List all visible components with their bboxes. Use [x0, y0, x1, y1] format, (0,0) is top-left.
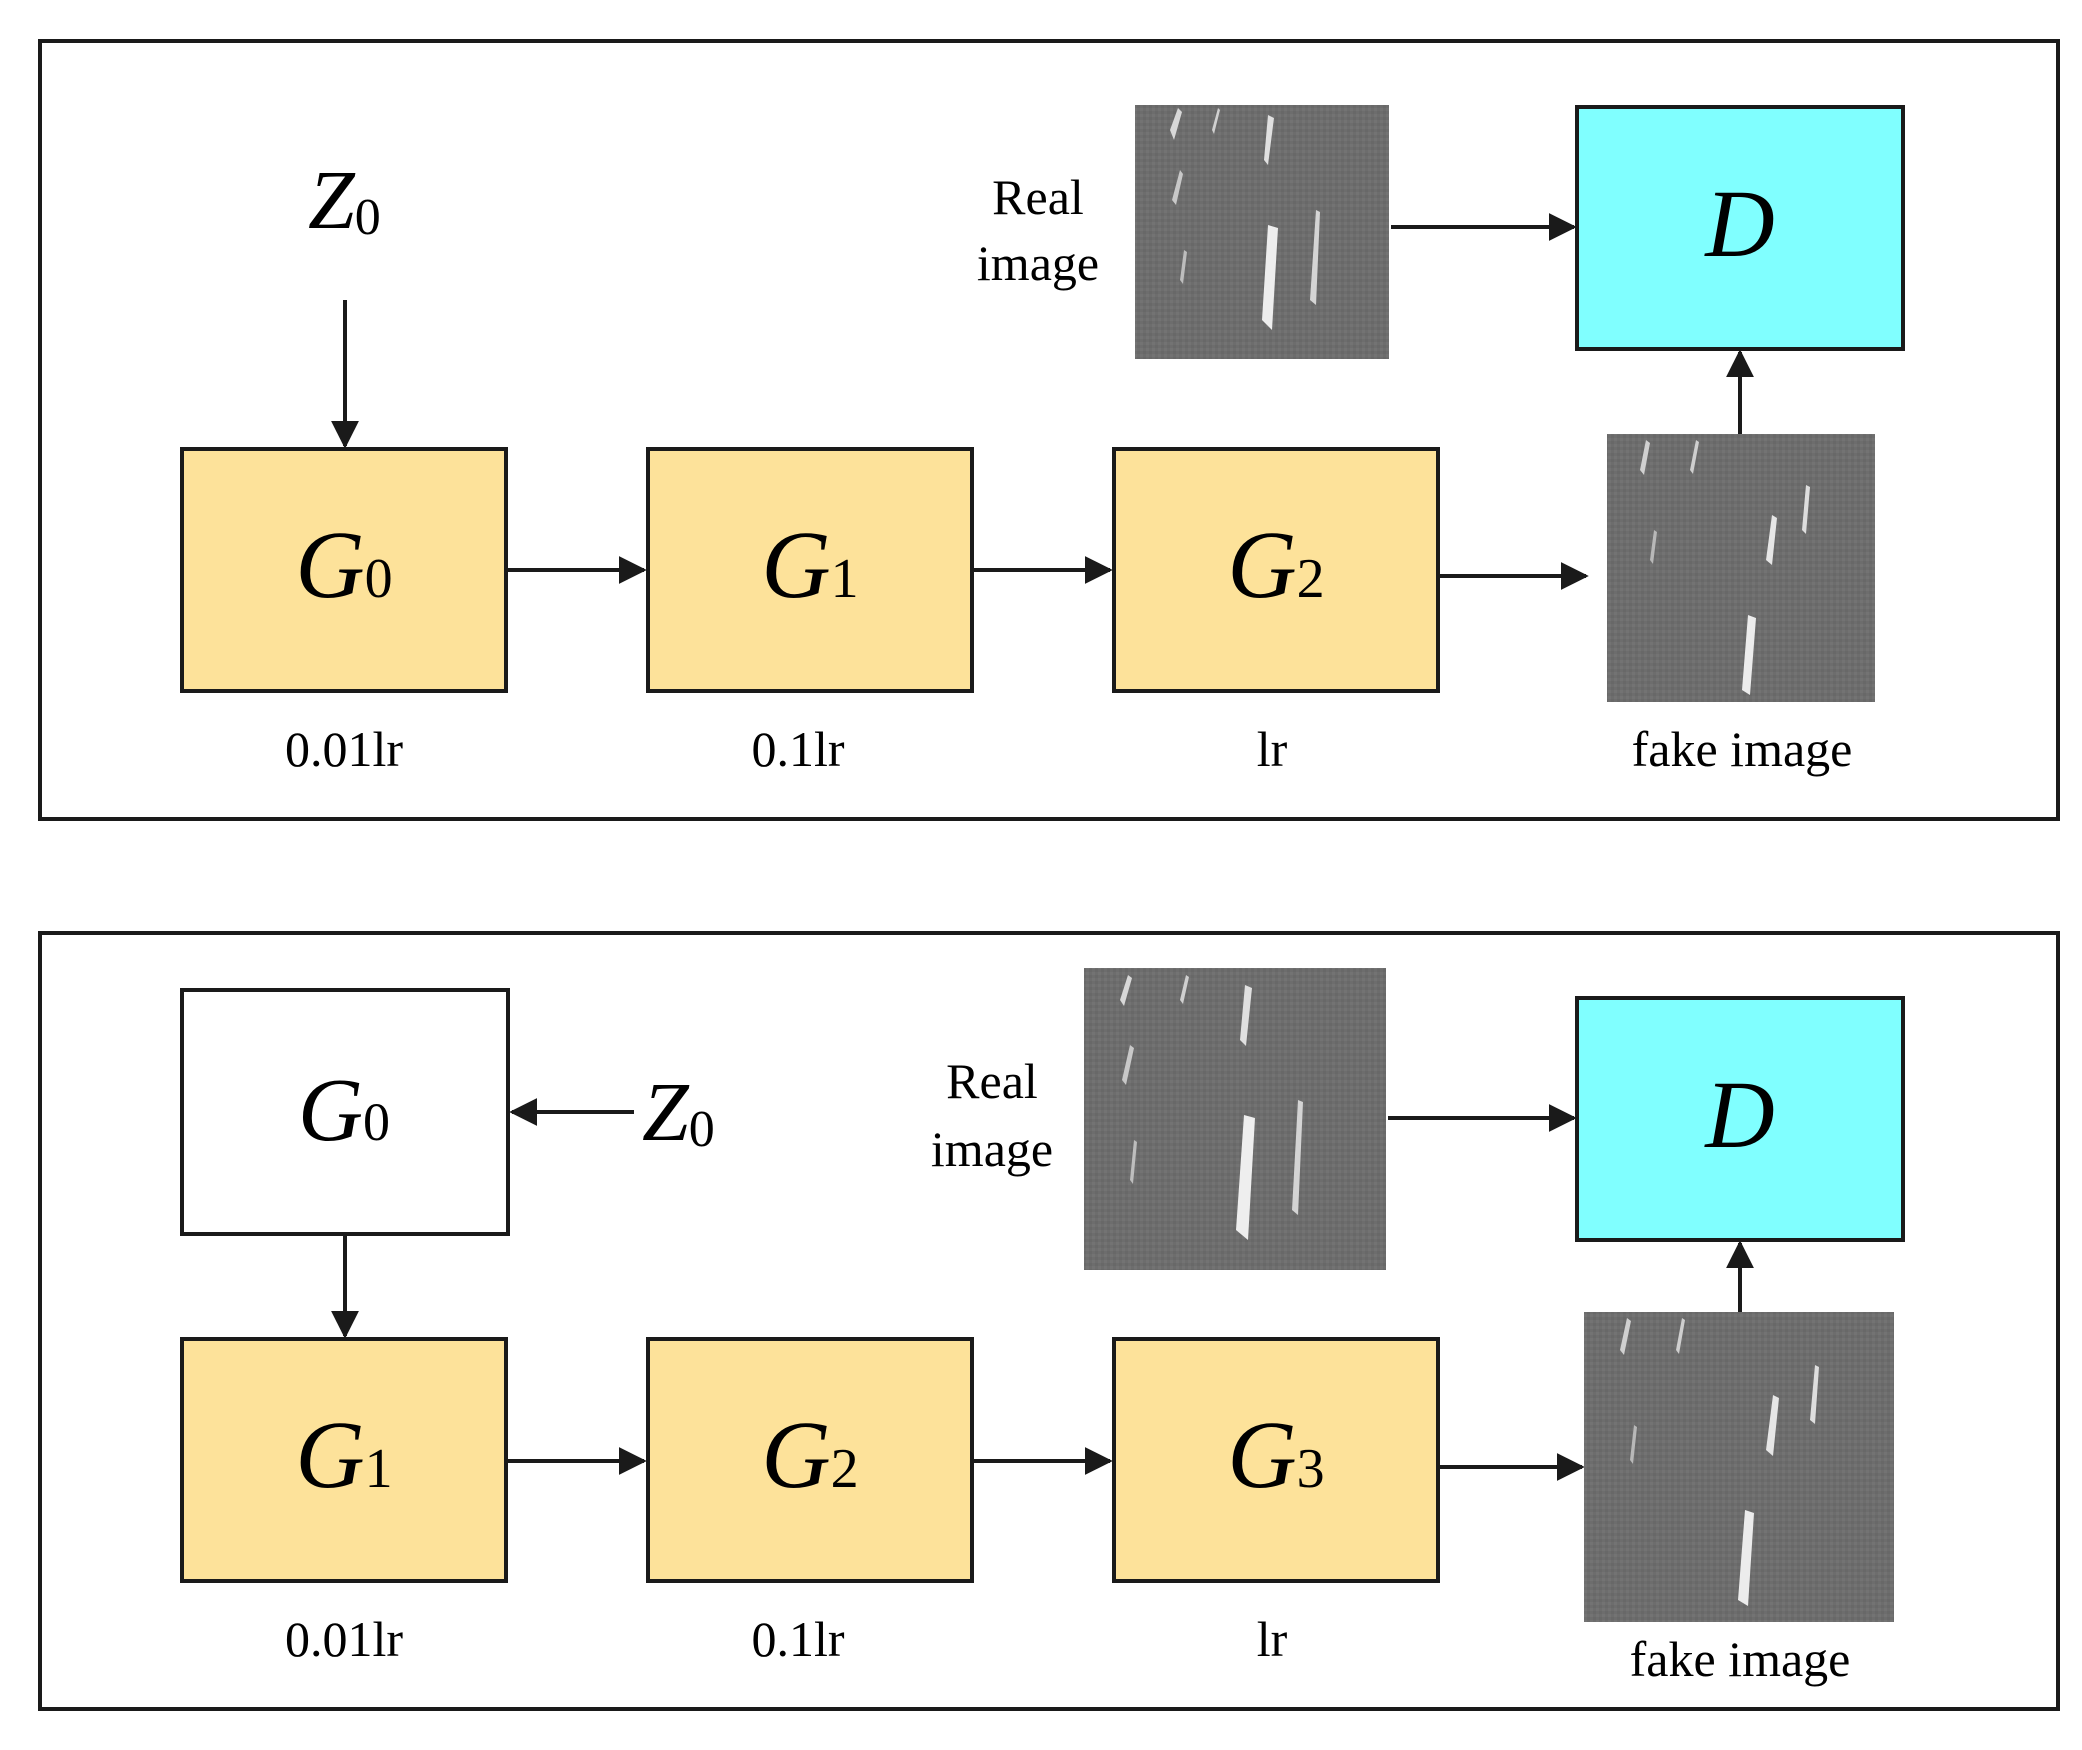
discriminator-block: D: [1575, 105, 1905, 351]
fake-image-label-2: fake image: [1630, 1631, 1851, 1687]
svg-text:D: D: [1703, 170, 1774, 277]
svg-text:G2: G2: [1227, 511, 1324, 618]
generator-g3-block-2: G3: [1112, 1337, 1440, 1583]
frozen-generator-g0-block: G0: [180, 988, 510, 1236]
svg-text:G1: G1: [295, 1401, 392, 1508]
generator-g1-block: G1: [646, 447, 974, 693]
real-image-thumbnail: [1135, 105, 1389, 359]
lr-label-g2: lr: [1257, 721, 1288, 777]
generator-g2-block-2: G2: [646, 1337, 974, 1583]
noise-z0-label-2: Z0: [642, 1066, 715, 1159]
real-image-label-2: image: [977, 235, 1099, 291]
svg-text:G0: G0: [295, 511, 392, 618]
noise-z0-label: Z0: [308, 154, 381, 247]
panel-2: G0 Z0 G1 G2 G3 0.01lr 0.1lr lr Real: [38, 931, 2060, 1711]
real-image-label-p2: Real: [946, 1053, 1038, 1109]
panel-1: Z0 G0 G1 G2 0.01lr 0.1lr lr Real image: [38, 39, 2060, 821]
lr-label-g2-2: 0.1lr: [751, 1611, 844, 1667]
lr-label-g1: 0.1lr: [751, 721, 844, 777]
real-image-thumbnail-2: [1084, 968, 1386, 1270]
svg-text:G2: G2: [761, 1401, 858, 1508]
lr-label-g0: 0.01lr: [285, 721, 403, 777]
svg-text:G3: G3: [1227, 1401, 1324, 1508]
svg-text:D: D: [1703, 1061, 1774, 1168]
generator-g1-block-2: G1: [180, 1337, 508, 1583]
fake-image-thumbnail: [1607, 434, 1875, 702]
discriminator-block-2: D: [1575, 996, 1905, 1242]
generator-g2-block: G2: [1112, 447, 1440, 693]
svg-text:G1: G1: [761, 511, 858, 618]
generator-g0-block: G0: [180, 447, 508, 693]
lr-label-g1-2: 0.01lr: [285, 1611, 403, 1667]
fake-image-label: fake image: [1632, 721, 1853, 777]
svg-text:G0: G0: [298, 1061, 390, 1160]
lr-label-g3-2: lr: [1257, 1611, 1288, 1667]
fake-image-thumbnail-2: [1584, 1312, 1894, 1622]
real-image-label: Real: [992, 169, 1084, 225]
real-image-label-p2-2: image: [931, 1121, 1053, 1177]
